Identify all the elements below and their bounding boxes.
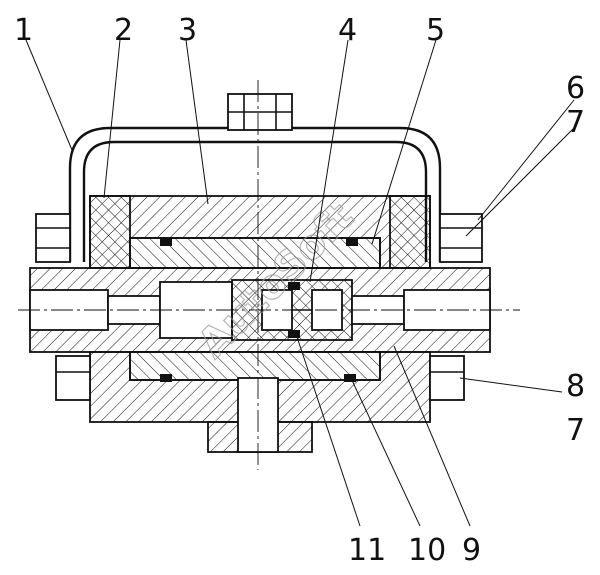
label-10: 10	[408, 533, 446, 568]
upper-block	[89, 195, 431, 269]
label-8: 8	[566, 369, 585, 404]
lower-bolts	[55, 355, 465, 401]
seals	[160, 238, 358, 382]
left-flange	[35, 195, 131, 269]
label-1: 1	[14, 13, 33, 48]
label-4: 4	[338, 13, 357, 48]
label-9: 9	[462, 533, 481, 568]
label-3: 3	[178, 13, 197, 48]
label-2: 2	[114, 13, 133, 48]
label-7-top: 7	[566, 105, 585, 140]
label-5: 5	[426, 13, 445, 48]
centre-lines	[18, 80, 520, 470]
lower-block	[89, 351, 431, 453]
label-7-bottom: 7	[566, 413, 585, 448]
top-nut	[227, 93, 293, 131]
leader-lines	[25, 39, 575, 527]
label-6: 6	[566, 71, 585, 106]
label-11: 11	[348, 533, 386, 568]
right-flange	[389, 195, 483, 269]
